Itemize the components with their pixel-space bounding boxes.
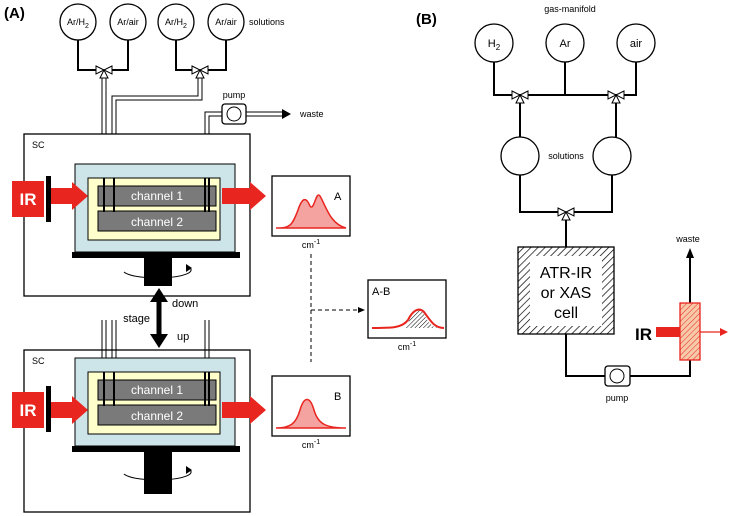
solution-vessel-right (592, 136, 632, 176)
ir-window-top (46, 176, 51, 222)
gas-h2: H2 (474, 23, 514, 63)
cell-line-1: ATR-IR (540, 265, 592, 282)
manifold-right (175, 40, 227, 71)
cell-line-3: cell (554, 305, 578, 322)
waste-b-label: waste (675, 234, 700, 244)
spectrum-b-label: B (334, 391, 341, 403)
channel-1-top-label: channel 1 (131, 189, 183, 203)
gas-manifold-label: gas-manifold (544, 4, 596, 14)
channel-2-top-label: channel 2 (131, 215, 183, 229)
spectrum-difference-label: A-B (372, 286, 390, 298)
gas-bottle-4-label: Ar/air (215, 17, 237, 27)
stage-label: stage (123, 313, 150, 325)
manifold-left (77, 40, 129, 71)
channel-1-top (97, 185, 217, 207)
solutions-label-a: solutions (249, 17, 285, 27)
flow-cell-b (679, 302, 701, 361)
stage-plate-top (72, 252, 240, 258)
channel-2-bottom-label: channel 2 (131, 409, 183, 423)
svg-text:Ar/H2: Ar/H2 (165, 17, 187, 30)
waste-b-arrow-icon (686, 248, 694, 258)
svg-text:cm-1: cm-1 (398, 341, 416, 352)
solutions-label-b: solutions (548, 151, 584, 161)
gas-bottle-2-label: Ar/air (117, 17, 139, 27)
valve-left-icon (95, 65, 113, 79)
difference-connector (310, 254, 358, 362)
valve-b-left-icon (511, 90, 529, 104)
channel-1-bottom-label: channel 1 (131, 383, 183, 397)
ir-beam-out-top-icon (222, 182, 266, 210)
difference-arrow-icon (358, 307, 365, 313)
ir-source-top (12, 181, 44, 217)
sc-top-label: SC (32, 140, 45, 150)
panel-b-label: (B) (416, 11, 437, 28)
gas-air-label: air (630, 38, 643, 50)
gas-bottle-1: Ar/H2 (59, 3, 97, 41)
spectrum-a: A cm-1 (271, 175, 351, 250)
svg-text:Ar/H2: Ar/H2 (67, 17, 89, 30)
stage-post-top (144, 258, 172, 286)
cell-line-2: or XAS (541, 285, 592, 302)
channel-ports-bottom (103, 372, 210, 406)
manifold-b (493, 62, 691, 377)
channel-2-top (97, 210, 217, 232)
rotation-bottom-arrow-icon (186, 466, 192, 474)
gas-air: air (616, 23, 656, 63)
atr-xas-cell-inner (530, 256, 602, 326)
svg-text:cm-1: cm-1 (302, 239, 320, 250)
svg-text:cm-1: cm-1 (302, 439, 320, 450)
gas-ar: Ar (545, 23, 585, 63)
gas-bottle-2: Ar/air (109, 3, 147, 41)
panel-a-label: (A) (4, 5, 25, 22)
valve-b-right-icon (607, 90, 625, 104)
channel-2-bottom (97, 404, 217, 426)
pump-a-label: pump (223, 90, 246, 100)
channel-ports-top (103, 178, 210, 212)
down-label: down (172, 298, 198, 310)
spectrum-difference: A-B cm-1 (367, 279, 447, 352)
gas-bottle-3: Ar/H2 (157, 3, 195, 41)
ir-window-bottom (46, 386, 51, 432)
ir-top-label: IR (20, 190, 37, 209)
pump-b-rotor (609, 368, 625, 384)
spectrum-b: B cm-1 (271, 375, 351, 450)
stage-up-arrow-icon (150, 288, 168, 302)
solution-vessel-left (500, 136, 540, 176)
ir-source-bottom (12, 392, 44, 428)
valve-right-icon (191, 65, 209, 79)
gas-ar-label: Ar (560, 38, 571, 50)
sc-bottom-label: SC (32, 356, 45, 366)
channel-1-bottom (97, 379, 217, 401)
stage-plate-bottom (72, 446, 240, 452)
valve-b-bottom-icon (557, 207, 575, 221)
ir-beam-in-top-icon (51, 182, 88, 210)
ir-b-label: IR (635, 325, 652, 344)
stage-post-bottom (144, 452, 172, 494)
stage-down-arrow-icon (150, 334, 168, 348)
up-label: up (177, 331, 189, 343)
ir-beam-out-bottom-icon (222, 396, 266, 424)
ir-beam-b-arrow-icon (720, 328, 728, 336)
pump-b-label: pump (606, 393, 629, 403)
ir-bottom-label: IR (20, 401, 37, 420)
ir-beam-b-in (656, 327, 680, 337)
gas-bottle-4: Ar/air (207, 3, 245, 41)
spectrum-a-label: A (334, 191, 342, 203)
waste-arrow-icon (282, 109, 291, 119)
ir-beam-in-bottom-icon (51, 396, 88, 424)
pump-a-rotor (226, 106, 242, 122)
rotation-top-arrow-icon (186, 264, 192, 272)
waste-a-label: waste (299, 109, 324, 119)
rotation-bottom-icon (123, 469, 192, 481)
rotation-top-icon (123, 267, 192, 279)
